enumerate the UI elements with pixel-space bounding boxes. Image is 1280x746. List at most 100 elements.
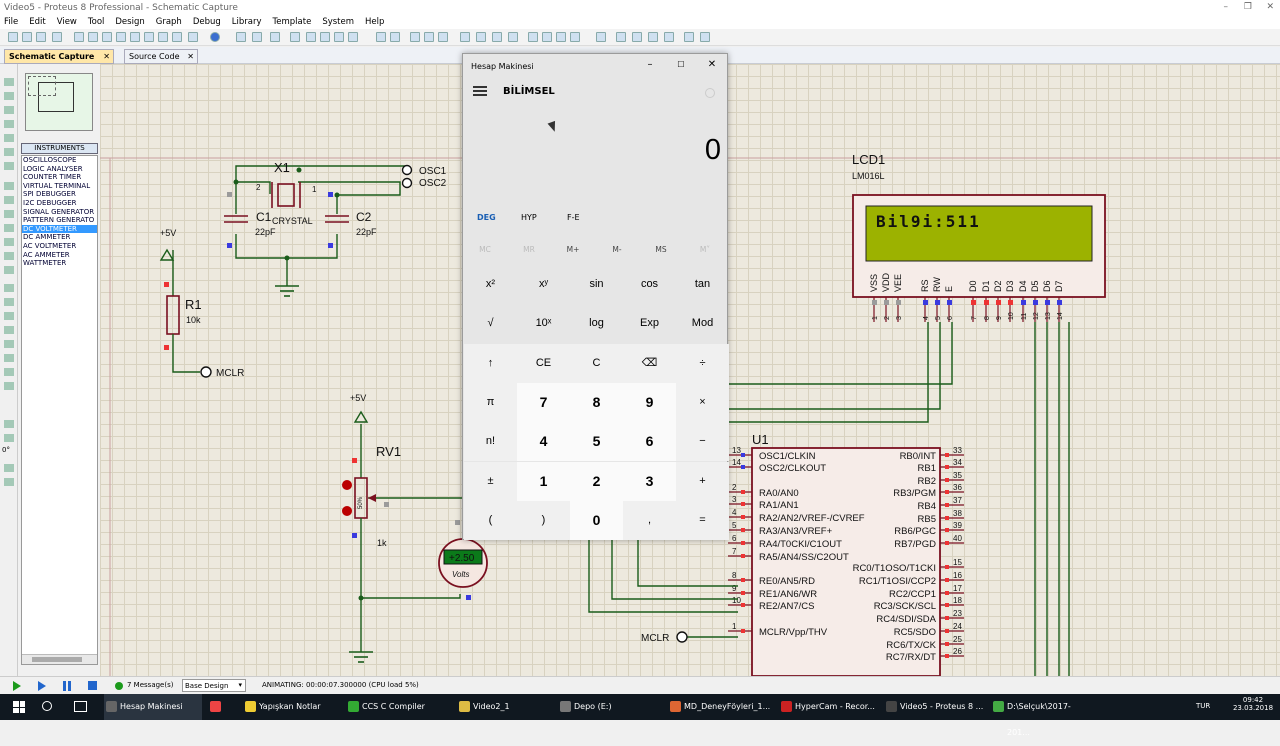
paste-icon[interactable]	[438, 32, 448, 42]
digit-0-button[interactable]: 0	[570, 501, 623, 540]
pan-icon[interactable]	[290, 32, 300, 42]
fe-button[interactable]: F-E	[567, 213, 580, 222]
list-item[interactable]: VIRTUAL TERMINAL	[23, 181, 91, 190]
device-pins-icon[interactable]	[4, 196, 14, 204]
taskbar-app[interactable]: Hesap Makinesi	[104, 694, 202, 720]
design-explorer-icon[interactable]	[188, 32, 198, 42]
menu-template[interactable]: Template	[272, 17, 312, 27]
power-button[interactable]: xʸ	[517, 265, 570, 304]
junction-dot-icon[interactable]	[4, 106, 14, 114]
zoom-all-icon[interactable]	[334, 32, 344, 42]
deg-button[interactable]: DEG	[477, 213, 496, 222]
taskbar-app[interactable]: HyperCam - Recor...	[779, 694, 879, 720]
shift-button[interactable]: ↑	[464, 344, 517, 383]
zoom-area-icon[interactable]	[348, 32, 358, 42]
tape-recorder-icon[interactable]	[4, 224, 14, 232]
list-item-selected[interactable]: DC VOLTMETER	[22, 224, 97, 234]
list-item[interactable]: WATTMETER	[23, 259, 67, 268]
mclr-terminal[interactable]	[676, 631, 688, 643]
taskbar-app[interactable]: MD_DeneyFöyleri_1...	[668, 694, 772, 720]
refresh-icon[interactable]	[236, 32, 246, 42]
graph-icon[interactable]	[4, 210, 14, 218]
symbol-icon[interactable]	[4, 368, 14, 376]
list-item[interactable]: SIGNAL GENERATOR	[23, 207, 95, 216]
list-item[interactable]: LOGIC ANALYSER	[23, 164, 83, 173]
sqrt-button[interactable]: √	[464, 304, 517, 343]
list-item[interactable]: AC AMMETER	[23, 250, 70, 259]
save-icon[interactable]	[36, 32, 46, 42]
menu-tool[interactable]: Tool	[87, 17, 105, 27]
maximize-button[interactable]: ❐	[1243, 2, 1252, 12]
menu-debug[interactable]: Debug	[192, 17, 221, 27]
pause-icon[interactable]	[63, 681, 71, 691]
calculator-window[interactable]: Hesap Makinesi – ☐ ✕ BİLİMSEL 0 DEG HYP …	[462, 53, 729, 540]
digit-6-button[interactable]: 6	[623, 422, 676, 461]
message-count[interactable]: 7 Message(s)	[127, 681, 174, 689]
mod-button[interactable]: Mod	[676, 304, 729, 343]
menu-graph[interactable]: Graph	[155, 17, 182, 27]
zoom-in-icon[interactable]	[306, 32, 316, 42]
generator-icon[interactable]	[4, 238, 14, 246]
digit-4-button[interactable]: 4	[517, 422, 570, 461]
ten-power-button[interactable]: 10ˣ	[517, 304, 570, 343]
block-copy-icon[interactable]	[460, 32, 470, 42]
instruments-icon[interactable]	[4, 266, 14, 274]
menu-system[interactable]: System	[322, 17, 355, 27]
close-tab-icon[interactable]: ✕	[103, 52, 110, 61]
taskbar-app[interactable]: D:\Selçuk\2017-201...	[991, 694, 1093, 737]
taskbar-app[interactable]: Yapışkan Notlar	[243, 694, 341, 720]
schematic-icon[interactable]	[88, 32, 98, 42]
backspace-button[interactable]: ⌫	[623, 344, 676, 383]
mc-button[interactable]: MC	[479, 245, 491, 254]
redo-icon[interactable]	[390, 32, 400, 42]
scrollbar-thumb[interactable]	[32, 657, 82, 662]
pi-button[interactable]: π	[464, 383, 517, 422]
new-sheet-icon[interactable]	[648, 32, 658, 42]
digit-9-button[interactable]: 9	[623, 383, 676, 422]
plus-button[interactable]: +	[676, 462, 729, 501]
list-item[interactable]: COUNTER TIMER	[23, 173, 82, 182]
sin-button[interactable]: sin	[570, 265, 623, 304]
home-icon[interactable]	[74, 32, 84, 42]
import-icon[interactable]	[52, 32, 62, 42]
undo-icon[interactable]	[376, 32, 386, 42]
library-icon[interactable]	[172, 32, 182, 42]
step-icon[interactable]	[38, 681, 46, 691]
taskbar-app[interactable]: CCS C Compiler	[346, 694, 452, 720]
menu-file[interactable]: File	[4, 17, 19, 27]
osc2-terminal[interactable]	[401, 177, 413, 189]
mirror-y-icon[interactable]	[4, 478, 14, 486]
task-view-icon[interactable]	[74, 701, 87, 712]
decrement-button-icon[interactable]	[342, 506, 352, 516]
calc-minimize-button[interactable]: –	[647, 59, 653, 70]
m-minus-button[interactable]: M-	[612, 245, 622, 254]
ms-button[interactable]: MS	[655, 245, 667, 254]
digit-7-button[interactable]: 7	[517, 383, 570, 422]
digit-3-button[interactable]: 3	[623, 462, 676, 501]
negate-button[interactable]: ±	[464, 462, 517, 501]
terminals-icon[interactable]	[4, 182, 14, 190]
block-move-icon[interactable]	[476, 32, 486, 42]
decimal-button[interactable]: ,	[623, 501, 676, 540]
digit-2-button[interactable]: 2	[570, 462, 623, 501]
subcircuit-icon[interactable]	[4, 162, 14, 170]
list-item[interactable]: SPI DEBUGGER	[23, 190, 76, 199]
cos-button[interactable]: cos	[623, 265, 676, 304]
block-delete-icon[interactable]	[508, 32, 518, 42]
close-button[interactable]: ✕	[1266, 2, 1274, 12]
box-icon[interactable]	[4, 298, 14, 306]
digit-1-button[interactable]: 1	[517, 462, 570, 501]
marker-icon[interactable]	[4, 382, 14, 390]
path-icon[interactable]	[4, 340, 14, 348]
windows-start-icon[interactable]	[13, 701, 25, 713]
multiply-button[interactable]: ×	[676, 383, 729, 422]
search-icon[interactable]	[42, 701, 52, 711]
text-icon[interactable]	[4, 354, 14, 362]
arc-icon[interactable]	[4, 326, 14, 334]
package-tool-icon[interactable]	[556, 32, 566, 42]
bom-icon[interactable]	[144, 32, 154, 42]
crystal-body[interactable]	[277, 183, 295, 207]
mclr-terminal[interactable]	[200, 366, 212, 378]
tan-button[interactable]: tan	[676, 265, 729, 304]
m-plus-button[interactable]: M+	[566, 245, 580, 254]
